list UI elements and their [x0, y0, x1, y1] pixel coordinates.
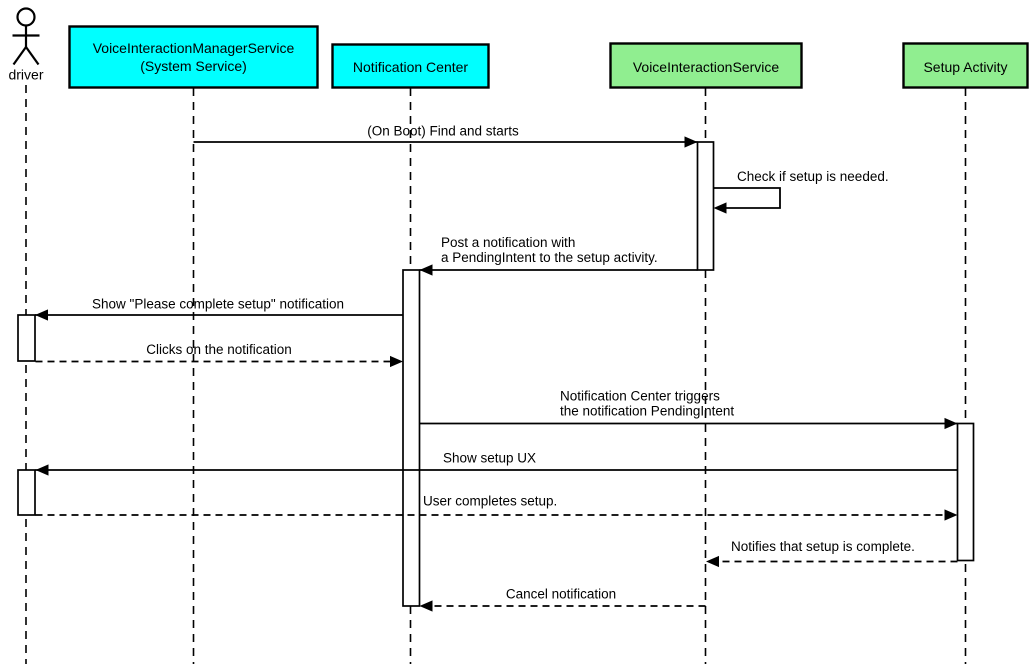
arrowhead-right-icon [390, 355, 403, 368]
message-label: (On Boot) Find and starts [367, 124, 519, 139]
message-label: Clicks on the notification [146, 342, 292, 357]
arrowhead-left-icon [35, 309, 48, 321]
participant-box-voice-interaction-service: VoiceInteractionService [609, 42, 803, 89]
actor-leg-right-icon [25, 46, 40, 66]
message-post-notification-with-pendingintent: Post a notification with a PendingIntent… [419, 235, 698, 276]
message-self-loop-line [713, 187, 781, 209]
actor-driver-label: driver [8, 67, 43, 83]
message-notifies-setup-is-complete: Notifies that setup is complete. [706, 539, 958, 568]
participant-rect [609, 42, 803, 89]
message-label-line1: Notification Center triggers [560, 389, 720, 404]
participant-rect [68, 25, 319, 89]
message-notification-center-triggers-pendingintent: Notification Center triggers the notific… [419, 389, 958, 430]
activation-bar-setup-activity [956, 422, 975, 562]
participant-box-voice-interaction-manager-service: VoiceInteractionManagerService (System S… [68, 25, 319, 89]
actor-head-icon [16, 7, 36, 27]
message-on-boot-find-and-starts: (On Boot) Find and starts [193, 124, 698, 148]
participant-box-setup-activity: Setup Activity [902, 42, 1029, 89]
message-label: Show setup UX [443, 451, 536, 466]
arrowhead-right-icon [944, 417, 958, 430]
arrowhead-left-icon [419, 600, 433, 612]
message-show-setup-ux: Show setup UX [35, 451, 958, 476]
participant-label-line1: VoiceInteractionManagerService [93, 40, 295, 56]
participant-rect [331, 43, 490, 89]
activation-bar-voice-interaction-service [696, 141, 715, 271]
arrowhead-right-icon [684, 136, 698, 148]
activation-bar-driver-1 [17, 314, 36, 362]
arrowhead-left-icon [35, 464, 49, 476]
message-cancel-notification: Cancel notification [419, 587, 706, 612]
message-label-line2: the notification PendingIntent [560, 404, 734, 419]
actor-driver: driver [8, 7, 44, 83]
activation-bar-notification-center [402, 269, 421, 607]
arrowhead-right-icon [944, 509, 958, 521]
actor-leg-left-icon [12, 46, 27, 66]
message-user-completes-setup: User completes setup. [35, 494, 958, 521]
message-label: Cancel notification [506, 587, 616, 602]
activation-bar-driver-2 [17, 469, 36, 516]
message-label: Check if setup is needed. [737, 169, 889, 184]
participant-box-notification-center: Notification Center [331, 43, 490, 89]
participant-label: Setup Activity [923, 59, 1007, 75]
arrowhead-left-icon [713, 202, 727, 214]
message-label: User completes setup. [423, 494, 557, 509]
message-label-line2: a PendingIntent to the setup activity. [441, 250, 658, 265]
message-label: Notifies that setup is complete. [731, 539, 915, 554]
message-clicks-on-notification: Clicks on the notification [35, 342, 403, 368]
participant-label-line2: (System Service) [140, 58, 247, 74]
participant-label: VoiceInteractionService [633, 59, 780, 75]
message-label: Show "Please complete setup" notificatio… [92, 297, 344, 312]
message-check-if-setup-is-needed: Check if setup is needed. [713, 169, 889, 214]
arrowhead-left-icon [419, 264, 433, 276]
participant-label: Notification Center [353, 59, 469, 75]
message-show-please-complete-setup-notification: Show "Please complete setup" notificatio… [35, 297, 403, 321]
message-label-line1: Post a notification with [441, 235, 575, 250]
arrowhead-left-icon [706, 555, 719, 568]
participant-rect [902, 42, 1029, 89]
